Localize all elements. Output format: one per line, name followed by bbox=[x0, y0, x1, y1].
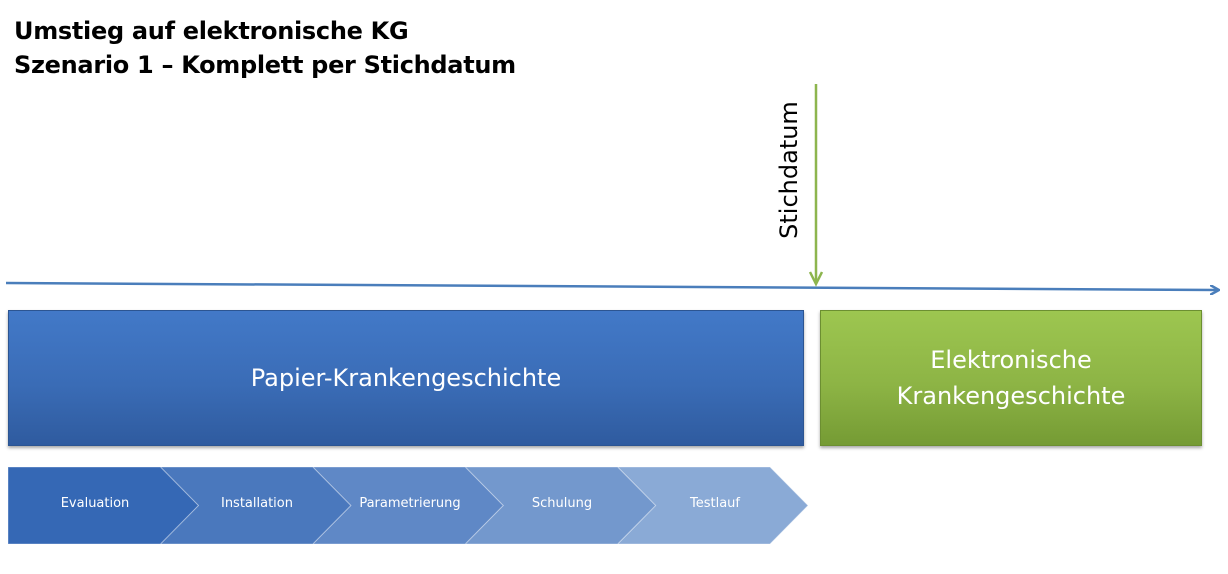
step-label-parametrierung: Parametrierung bbox=[359, 496, 461, 511]
paper-records-label: Papier-Krankengeschichte bbox=[250, 364, 562, 392]
electronic-records-label-line-1: Elektronische bbox=[930, 346, 1092, 374]
step-label-evaluation: Evaluation bbox=[60, 496, 130, 511]
electronic-records-phase: Elektronische Krankengeschichte bbox=[820, 310, 1202, 446]
step-label-installation: Installation bbox=[220, 496, 293, 511]
step-label-testlauf: Testlauf bbox=[690, 496, 740, 511]
step-label-schulung: Schulung bbox=[531, 496, 593, 511]
paper-records-phase: Papier-Krankengeschichte bbox=[8, 310, 804, 446]
slide-title: Umstieg auf elektronische KG Szenario 1 … bbox=[14, 14, 516, 82]
electronic-records-label-line-2: Krankengeschichte bbox=[896, 382, 1126, 410]
slide-title-line-2: Szenario 1 – Komplett per Stichdatum bbox=[14, 51, 516, 79]
timeline-arrow bbox=[5, 281, 1218, 290]
slide-title-line-1: Umstieg auf elektronische KG bbox=[14, 17, 409, 45]
stichdatum-marker-arrowhead bbox=[808, 271, 824, 287]
process-step-evaluation bbox=[7, 466, 200, 545]
